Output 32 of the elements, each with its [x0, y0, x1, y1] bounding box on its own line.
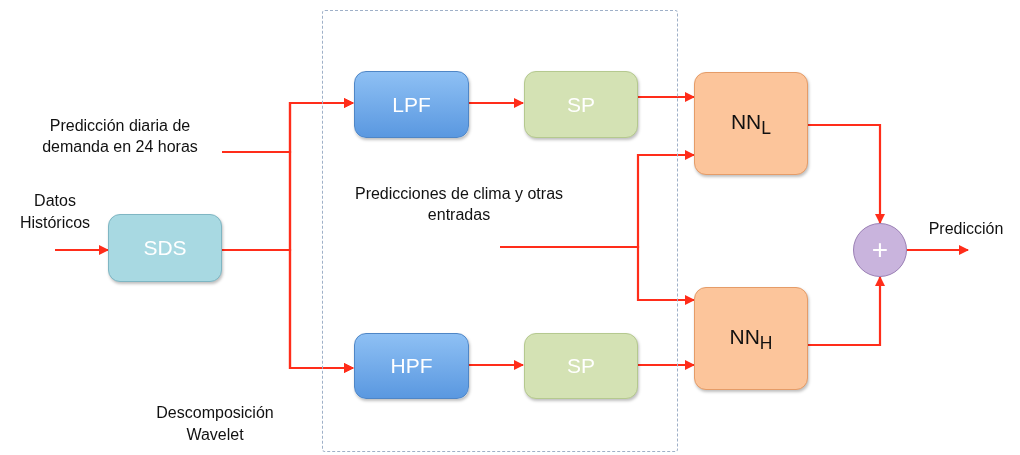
arrow — [468, 360, 524, 370]
node-label: HPF — [390, 353, 433, 380]
arrow — [808, 276, 885, 347]
node-label: NN$_{H}$ — [729, 323, 773, 355]
edge-label: Datos Históricos — [18, 191, 92, 233]
process-box — [108, 214, 222, 282]
process-box — [354, 71, 469, 138]
arrow — [222, 248, 354, 373]
input-label: Predicción diaria de demanda en 24 horas — [41, 116, 199, 157]
node-label: SP — [567, 353, 595, 380]
node-label: SP — [567, 91, 595, 118]
node-label: SDS — [143, 235, 187, 262]
input-label: Predicciones de clima y otras entradas — [353, 184, 565, 225]
arrow — [907, 245, 969, 255]
node-label: + — [871, 232, 889, 267]
process-box — [694, 287, 808, 390]
arrow — [500, 245, 695, 305]
process-box — [354, 333, 469, 399]
arrow — [637, 360, 695, 370]
process-box — [524, 71, 638, 138]
arrow — [637, 92, 695, 102]
group-caption: Descomposición Wavelet — [155, 403, 275, 445]
edge-label: Predicción — [927, 219, 1005, 239]
dashed-group-box — [322, 10, 678, 452]
node-label: LPF — [392, 91, 431, 118]
arrow — [808, 123, 885, 224]
arrow — [55, 245, 109, 255]
sum-circle — [853, 223, 907, 277]
node-label: NN$_{L}$ — [730, 108, 772, 140]
arrow — [468, 98, 524, 108]
process-box — [694, 72, 808, 175]
process-box — [524, 333, 638, 399]
